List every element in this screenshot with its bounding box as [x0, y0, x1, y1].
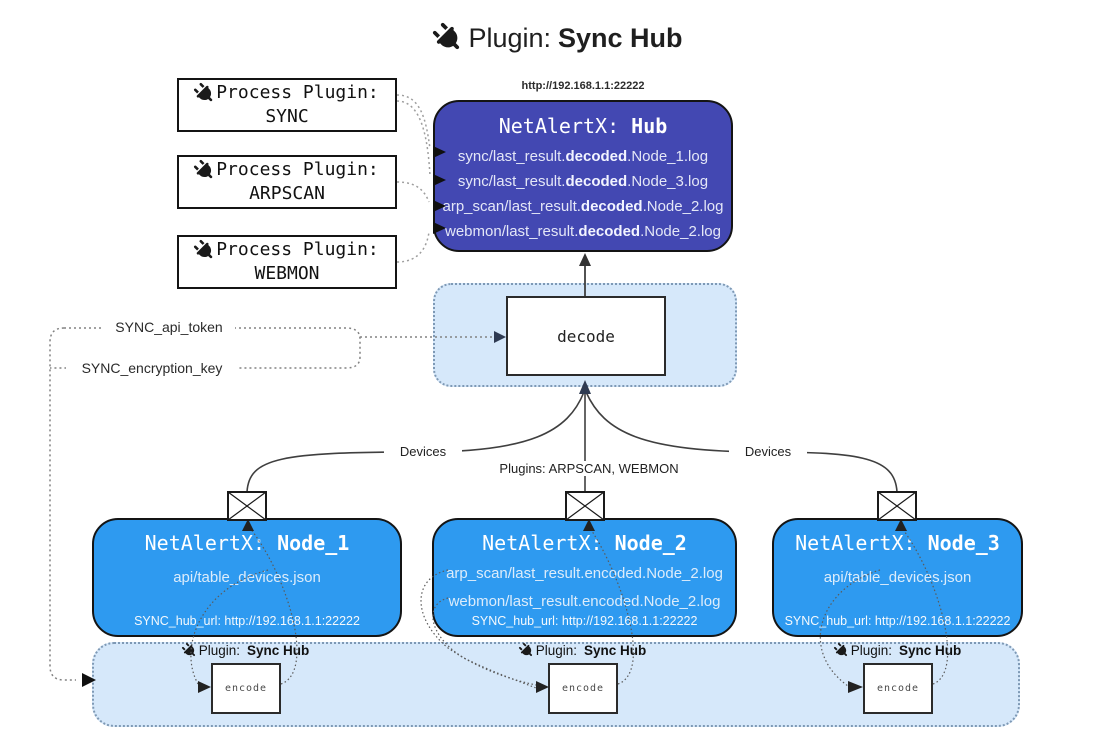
hub-title-prefix: NetAlertX: [498, 114, 632, 138]
plugin-to-hub-connectors [396, 94, 431, 263]
envelope-icon [227, 491, 917, 521]
plug-icon [429, 19, 468, 57]
hub-url-label: http://192.168.1.1:22222 [521, 80, 645, 92]
netalertx-node3-box: NetAlertX: Node_3 api/table_devices.json… [772, 518, 1023, 637]
node-file-line: api/table_devices.json [823, 569, 972, 586]
node-to-decode-curves [246, 386, 898, 493]
process-plugin-arpscan-box: Process Plugin: ARPSCAN [177, 155, 397, 209]
encode-box-node1: encode [211, 663, 281, 714]
sync-encryption-key-label: SYNC_encryption_key [66, 360, 238, 376]
plug-icon [191, 237, 218, 263]
process-plugin-label: Process Plugin: [216, 239, 379, 260]
plug-icon [191, 80, 218, 106]
process-plugin-label: Process Plugin: [216, 82, 379, 103]
node-sync-hub-url: SYNC_hub_url: http://192.168.1.1:22222 [784, 614, 1011, 628]
netalertx-hub-box: NetAlertX: Hub sync/last_result.decoded.… [433, 100, 733, 252]
sync-api-token-label: SYNC_api_token [103, 319, 235, 335]
devices-edge-label-right: Devices [729, 444, 807, 459]
node-file-line: api/table_devices.json [173, 569, 321, 586]
sync-hub-plugin-label: Plugin:Sync Hub [166, 641, 326, 660]
devices-edge-label-left: Devices [384, 444, 462, 459]
sync-hub-plugin-label: Plugin:Sync Hub [818, 641, 978, 660]
plugins-edge-label: Plugins: ARPSCAN, WEBMON [495, 461, 683, 476]
decode-box: decode [506, 296, 666, 376]
node-title: NetAlertX: Node_1 [144, 531, 350, 555]
plug-icon [831, 641, 851, 660]
page-title: Plugin: Sync Hub [0, 16, 1117, 60]
node-sync-hub-url: SYNC_hub_url: http://192.168.1.1:22222 [134, 614, 360, 628]
hub-log-line: sync/last_result.decoded.Node_1.log [457, 148, 709, 165]
hub-log-line: sync/last_result.decoded.Node_3.log [457, 173, 709, 190]
node-file-line: arp_scan/last_result.encoded.Node_2.log [446, 565, 723, 582]
node-title: NetAlertX: Node_2 [482, 531, 687, 555]
page-title-prefix: Plugin: [468, 22, 552, 53]
node-file-line: webmon/last_result.encoded.Node_2.log [448, 593, 721, 610]
sync-hub-plugin-label: Plugin:Sync Hub [503, 641, 663, 660]
plug-icon [191, 157, 218, 183]
process-plugin-name: SYNC [265, 106, 309, 127]
encode-box-node3: encode [863, 663, 933, 714]
encode-box-node2: encode [548, 663, 618, 714]
netalertx-node1-box: NetAlertX: Node_1 api/table_devices.json… [92, 518, 402, 637]
plug-icon [516, 641, 536, 660]
hub-log-line: webmon/last_result.decoded.Node_2.log [445, 223, 721, 240]
hub-title: NetAlertX: Hub [435, 113, 731, 139]
node-sync-hub-url: SYNC_hub_url: http://192.168.1.1:22222 [471, 614, 698, 628]
plug-icon [179, 641, 199, 660]
process-plugin-sync-box: Process Plugin: SYNC [177, 78, 397, 132]
netalertx-node2-box: NetAlertX: Node_2 arp_scan/last_result.e… [432, 518, 737, 637]
hub-log-line: arp_scan/last_result.decoded.Node_2.log [442, 198, 724, 215]
process-plugin-name: ARPSCAN [249, 183, 325, 204]
hub-title-name: Hub [631, 114, 668, 138]
process-plugin-label: Process Plugin: [216, 159, 379, 180]
arrow-up-icon [579, 253, 591, 266]
process-plugin-name: WEBMON [254, 263, 320, 284]
decode-label: decode [557, 326, 615, 346]
page-title-name: Sync Hub [558, 22, 683, 53]
process-plugin-webmon-box: Process Plugin: WEBMON [177, 235, 397, 289]
node-title: NetAlertX: Node_3 [795, 531, 1000, 555]
